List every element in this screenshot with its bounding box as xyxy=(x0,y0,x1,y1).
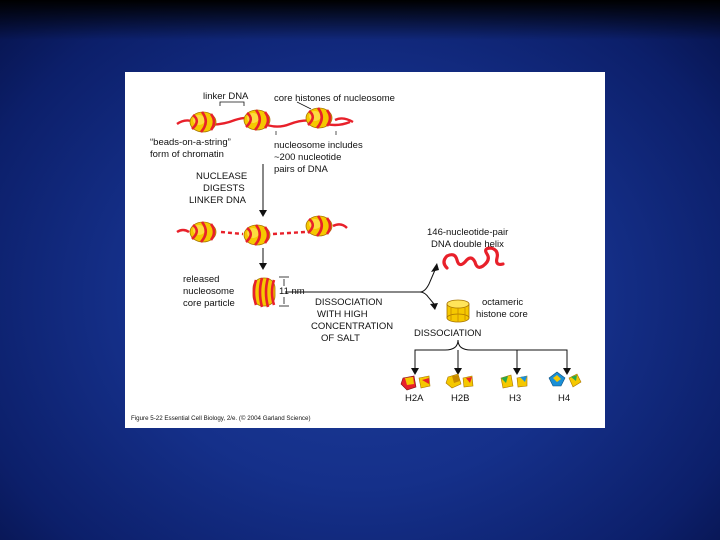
nuclease-label-line3: LINKER DNA xyxy=(189,195,247,206)
dna-helix xyxy=(444,248,503,268)
h2b-label: H2B xyxy=(451,393,469,404)
nucleosome-bead-1 xyxy=(190,112,216,132)
nuclease-label-line1: NUCLEASE xyxy=(196,171,247,182)
digested-bead-1 xyxy=(190,222,216,242)
nucleosome-label-line3: pairs of DNA xyxy=(274,164,329,175)
arrow-digest-head xyxy=(259,210,267,217)
helix-label-line1: 146-nucleotide-pair xyxy=(427,227,508,238)
histone-h4 xyxy=(549,372,581,387)
digested-chromatin xyxy=(177,216,347,245)
nucleosome-bead-2 xyxy=(244,110,270,130)
arrow-to-octamer xyxy=(420,292,434,304)
nucleosome-label-line1: nucleosome includes xyxy=(274,140,363,151)
histone-branch-arrows xyxy=(415,340,567,370)
core-histones-label: core histones of nucleosome xyxy=(274,93,395,104)
dissociation-label: DISSOCIATION xyxy=(414,328,482,339)
released-label-line1: released xyxy=(183,274,219,285)
histone-arrow-heads xyxy=(411,368,571,375)
digested-bead-3 xyxy=(306,216,332,236)
released-label-line2: nucleosome xyxy=(183,286,234,297)
figure-panel: linker DNA core histones of nucleosome “… xyxy=(125,72,605,428)
slide-top-band xyxy=(0,0,720,40)
arrow-to-helix xyxy=(420,270,435,292)
h3-label: H3 xyxy=(509,393,521,404)
h4-label: H4 xyxy=(558,393,570,404)
digested-bead-2 xyxy=(244,225,270,245)
nucleosome-diagram: linker DNA core histones of nucleosome “… xyxy=(125,72,605,428)
beads-on-string xyxy=(177,102,353,135)
nucleosome-bead-3 xyxy=(306,108,332,128)
histone-h2a xyxy=(401,376,430,390)
released-label-line3: core particle xyxy=(183,298,235,309)
histone-h2b xyxy=(446,374,473,388)
nuclease-label-line2: DIGESTS xyxy=(203,183,245,194)
dissoc-salt-line1: DISSOCIATION xyxy=(315,297,383,308)
linker-dna-bracket xyxy=(220,102,244,106)
dissoc-salt-line3: CONCENTRATION xyxy=(311,321,393,332)
arrow-to-helix-head xyxy=(431,263,439,272)
linker-dna-label: linker DNA xyxy=(203,91,249,102)
dissoc-salt-line4: OF SALT xyxy=(321,333,360,344)
arrow-release-head xyxy=(259,263,267,270)
figure-caption: Figure 5-22 Essential Cell Biology, 2/e.… xyxy=(131,415,311,422)
dissoc-salt-line2: WITH HIGH xyxy=(317,309,368,320)
octamer-core xyxy=(447,300,469,322)
histone-h3 xyxy=(501,375,527,388)
core-particle xyxy=(253,278,275,307)
h2a-label: H2A xyxy=(405,393,424,404)
nucleosome-bracket xyxy=(276,131,336,135)
beads-label-line2: form of chromatin xyxy=(150,149,224,160)
octamer-label-line1: octameric xyxy=(482,297,523,308)
beads-label-line1: “beads-on-a-string” xyxy=(150,137,231,148)
octamer-label-line2: histone core xyxy=(476,309,528,320)
nucleosome-label-line2: ~200 nucleotide xyxy=(274,152,341,163)
arrow-to-octamer-head xyxy=(430,303,438,310)
helix-label-line2: DNA double helix xyxy=(431,239,504,250)
